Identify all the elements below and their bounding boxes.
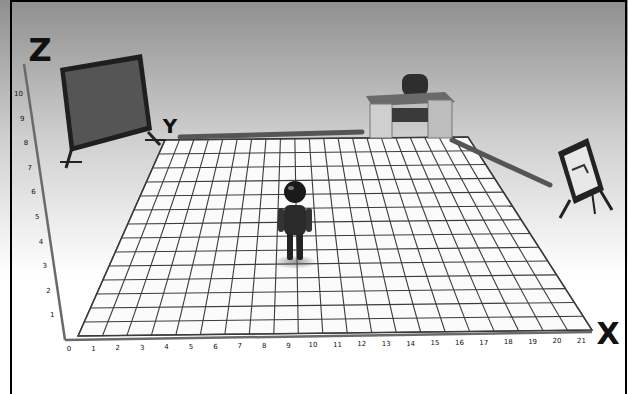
tick-number: 11: [333, 341, 342, 348]
grid-line: [115, 247, 539, 252]
grid-line: [103, 275, 557, 280]
x-axis: [65, 332, 592, 340]
axis-name: Z: [28, 34, 51, 66]
grid-line: [97, 289, 566, 294]
tick-number: 18: [504, 339, 513, 346]
frame: [11, 1, 626, 394]
tick-number: 4: [39, 238, 43, 245]
tick-number: 2: [116, 345, 120, 352]
tick-number: 6: [31, 189, 35, 196]
desk: [366, 74, 455, 138]
tick-number: 7: [238, 343, 242, 350]
tick-number: 14: [406, 340, 415, 347]
tick-number: 5: [189, 344, 193, 351]
tick-number: 13: [382, 341, 391, 348]
tick-number: 17: [479, 339, 488, 346]
grid-line: [90, 302, 574, 308]
tick-number: 20: [553, 338, 562, 345]
tick-number: 8: [262, 342, 266, 349]
tick-number: 12: [357, 341, 366, 348]
tick-number: 15: [431, 340, 440, 347]
grid-line: [84, 316, 583, 322]
tick-number: 21: [577, 338, 586, 345]
blackboard: [60, 54, 166, 168]
grid-line: [146, 178, 494, 182]
tick-number: 2: [46, 287, 50, 294]
axis-name: X: [596, 319, 619, 349]
grid-line: [140, 192, 503, 196]
tick-number: 9: [286, 342, 290, 349]
tick-number: 10: [309, 342, 318, 349]
grid-line: [134, 206, 512, 210]
tick-number: 19: [528, 338, 537, 345]
tick-number: 4: [164, 344, 168, 351]
tick-number: 10: [14, 91, 23, 98]
easel: [558, 138, 612, 218]
grid-line: [109, 261, 548, 266]
tick-number: 3: [140, 344, 144, 351]
tick-number: 6: [213, 343, 217, 350]
tick-number: 3: [43, 263, 47, 270]
tick-number: 1: [91, 345, 95, 352]
grid-line: [153, 165, 486, 168]
tick-number: 16: [455, 339, 464, 346]
grid-line: [128, 220, 521, 224]
grid-floor: [78, 137, 592, 336]
tick-number: 5: [35, 214, 39, 221]
tick-number: 9: [20, 115, 24, 122]
tick-number: 0: [67, 346, 71, 353]
side-rod: [452, 140, 550, 185]
student-figure: [273, 181, 317, 269]
tick-number: 1: [50, 312, 54, 319]
y-rod: [180, 132, 362, 137]
tick-number: 8: [24, 140, 28, 147]
grid-line: [159, 151, 477, 154]
tick-number: 7: [28, 164, 32, 171]
grid-line: [122, 234, 531, 239]
axis-name: Y: [163, 116, 177, 136]
z-axis: [24, 64, 65, 340]
